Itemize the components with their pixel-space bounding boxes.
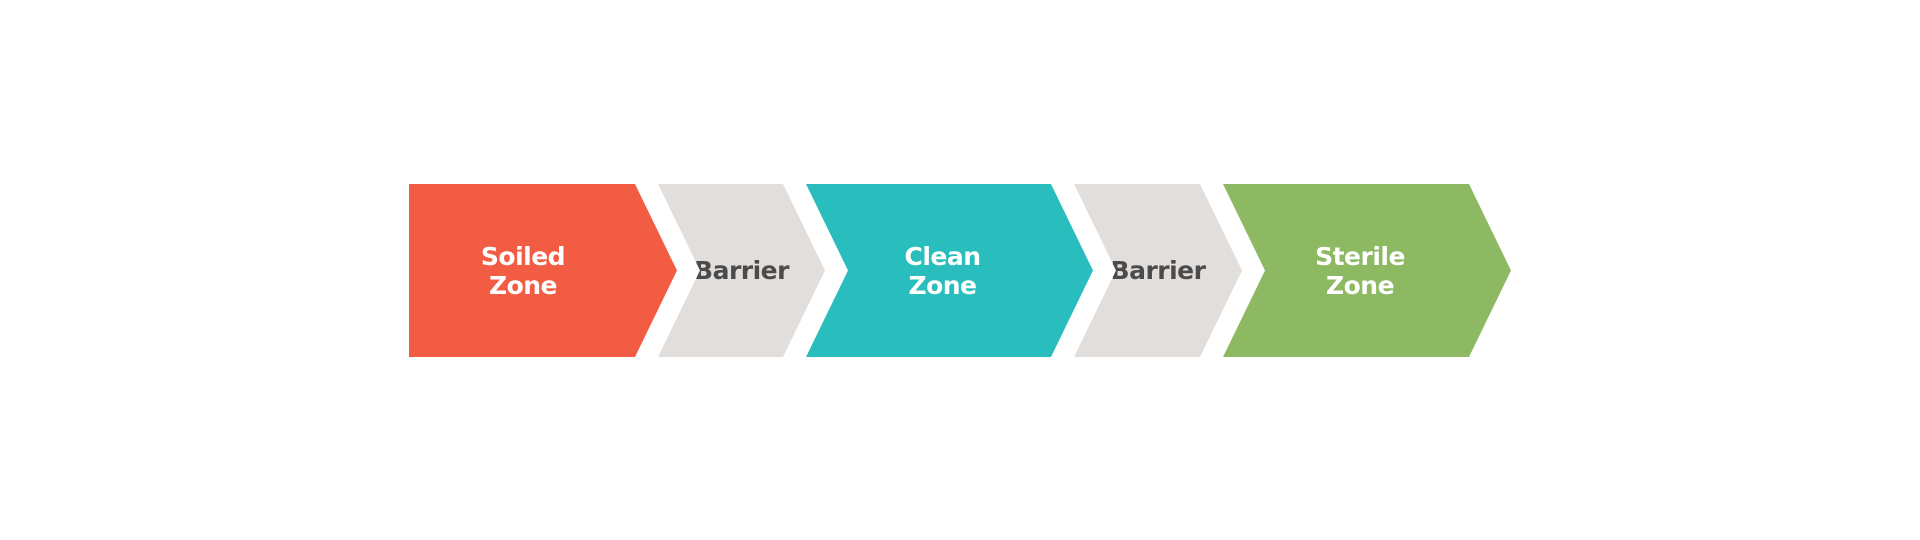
soiled-zone-label: Soiled Zone <box>480 241 566 300</box>
soiled-zone-chevron: Soiled Zone <box>409 184 677 357</box>
sterile-zone-label: Sterile Zone <box>1315 241 1405 300</box>
sterile-zone-chevron: Sterile Zone <box>1223 184 1511 357</box>
barrier-chevron-2: Barrier <box>1074 184 1242 357</box>
clean-zone-label: Clean Zone <box>904 241 981 300</box>
barrier-label-2: Barrier <box>1110 256 1206 285</box>
barrier-chevron-1: Barrier <box>658 184 825 357</box>
barrier-label-1: Barrier <box>694 256 789 285</box>
clean-zone-chevron: Clean Zone <box>806 184 1093 357</box>
